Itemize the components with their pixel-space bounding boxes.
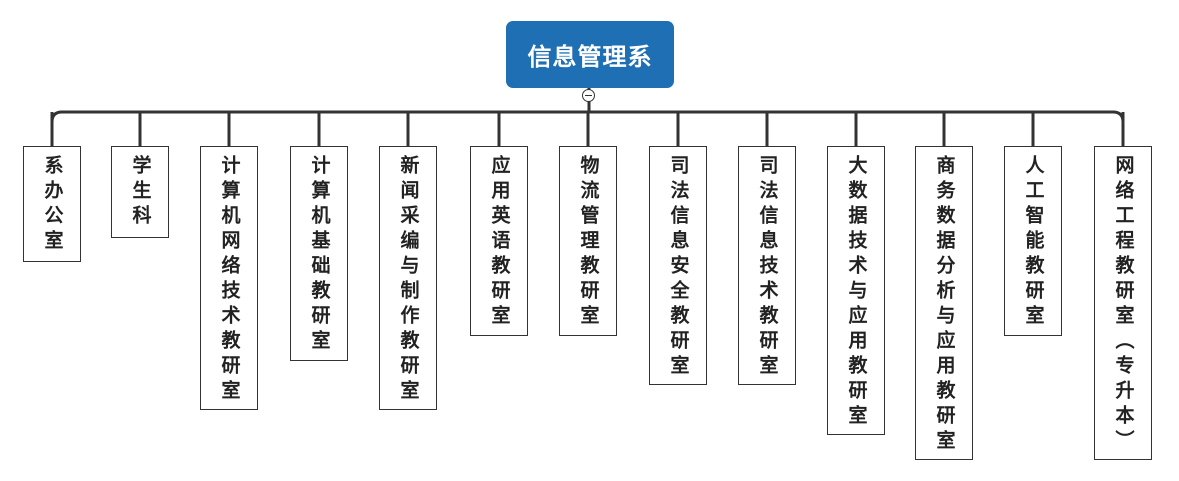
child-node[interactable]: 计算机基础教研室 — [290, 146, 348, 361]
child-node[interactable]: 司法信息安全教研室 — [649, 146, 707, 385]
child-node[interactable]: 司法信息技术教研室 — [738, 146, 796, 385]
child-node-label: 系办公室 — [41, 155, 64, 255]
child-node[interactable]: 人工智能教研室 — [1004, 146, 1062, 336]
child-node[interactable]: 物流管理教研室 — [559, 146, 617, 336]
child-node-label: 大数据技术与应用教研室 — [845, 155, 868, 430]
child-node-label: 学生科 — [129, 155, 152, 230]
child-node[interactable]: 学生科 — [111, 146, 169, 238]
child-node-label: 人工智能教研室 — [1022, 155, 1045, 330]
bus-corner-left — [50, 110, 63, 123]
root-label: 信息管理系 — [527, 43, 653, 71]
child-node-label: 新闻采编与制作教研室 — [397, 155, 420, 405]
child-node[interactable]: 计算机网络技术教研室 — [200, 146, 258, 410]
child-node-label: 司法信息安全教研室 — [667, 155, 690, 380]
child-node[interactable]: 系办公室 — [23, 146, 81, 262]
child-node-label: 物流管理教研室 — [577, 155, 600, 330]
child-node[interactable]: 新闻采编与制作教研室 — [379, 146, 437, 410]
bus-corner-right — [1112, 110, 1125, 123]
child-node[interactable]: 商务数据分析与应用教研室 — [915, 146, 973, 460]
child-node-label: 应用英语教研室 — [488, 155, 511, 330]
child-node[interactable]: 应用英语教研室 — [470, 146, 528, 336]
child-node-label: 计算机网络技术教研室 — [218, 155, 241, 405]
collapse-toggle-icon[interactable] — [582, 89, 595, 102]
root-node[interactable]: 信息管理系 — [506, 21, 674, 88]
child-node[interactable]: 大数据技术与应用教研室 — [827, 146, 885, 435]
child-node[interactable]: 网络工程教研室（专升本） — [1094, 146, 1152, 460]
child-node-label: 网络工程教研室（专升本） — [1112, 155, 1135, 455]
child-node-label: 商务数据分析与应用教研室 — [933, 155, 956, 455]
child-node-label: 计算机基础教研室 — [308, 155, 331, 355]
child-node-label: 司法信息技术教研室 — [756, 155, 779, 380]
